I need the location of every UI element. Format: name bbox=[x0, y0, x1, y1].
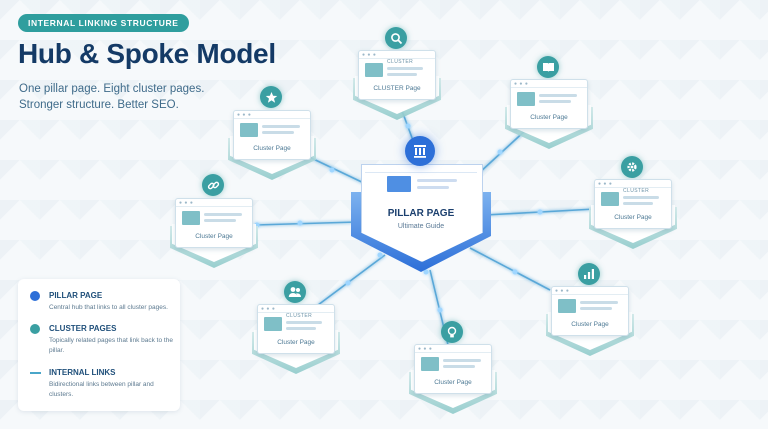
cluster-page-4: ● ● ● Cluster Page bbox=[546, 286, 634, 356]
legend-dot-pillar bbox=[30, 291, 40, 301]
link-node bbox=[297, 220, 303, 226]
star-icon bbox=[260, 86, 282, 108]
legend: PILLAR PAGE Central hub that links to al… bbox=[18, 279, 180, 411]
legend-dash-links bbox=[30, 372, 41, 374]
page-title: Hub & Spoke Model bbox=[18, 38, 276, 69]
legend-desc: Topically related pages that link back t… bbox=[49, 337, 173, 354]
cluster-page-3: ● ● ● CLUSTER Cluster Page bbox=[589, 179, 677, 249]
link-node bbox=[377, 252, 383, 258]
legend-desc: Bidirectional links between pillar and c… bbox=[49, 381, 154, 398]
link-node bbox=[537, 209, 543, 215]
legend-title: INTERNAL LINKS bbox=[49, 368, 116, 377]
book-icon bbox=[537, 56, 559, 78]
subtitle-line-1: One pillar page. Eight cluster pages. bbox=[19, 83, 205, 95]
cluster-label: Cluster Page bbox=[571, 321, 609, 328]
lightbulb-icon bbox=[441, 321, 463, 343]
cluster-label: Cluster Page bbox=[530, 114, 568, 121]
page-subtitle: One pillar page. Eight cluster pages. St… bbox=[19, 81, 204, 113]
link-node bbox=[423, 269, 429, 275]
link-line-6 bbox=[317, 254, 386, 306]
cluster-page-7: ● ● ● Cluster Page bbox=[170, 198, 258, 268]
cluster-page-5: ● ● ● Cluster Page bbox=[409, 344, 497, 414]
link-node bbox=[405, 123, 411, 129]
legend-title: PILLAR PAGE bbox=[49, 291, 103, 300]
cluster-label: CLUSTER Page bbox=[373, 85, 421, 92]
pillar-subtitle: Ultimate Guide bbox=[397, 223, 445, 230]
cluster-page-2: ● ● ● Cluster Page bbox=[505, 79, 593, 149]
pillar-page: PILLAR PAGE Ultimate Guide bbox=[351, 162, 491, 272]
legend-desc: Central hub that links to all cluster pa… bbox=[49, 304, 168, 311]
pillar-icon bbox=[405, 136, 435, 166]
users-icon bbox=[284, 281, 306, 303]
pillar-title: PILLAR PAGE bbox=[387, 208, 455, 219]
subtitle-line-2: Stronger structure. Better SEO. bbox=[19, 99, 179, 111]
cluster-label: Cluster Page bbox=[253, 145, 291, 152]
gear-icon bbox=[621, 156, 643, 178]
cluster-label: Cluster Page bbox=[614, 214, 652, 221]
legend-dot-cluster bbox=[30, 324, 40, 334]
cluster-label: Cluster Page bbox=[195, 233, 233, 240]
link-node bbox=[345, 280, 351, 286]
cluster-page-6: ● ● ● CLUSTER Cluster Page bbox=[252, 304, 340, 374]
link-line-7 bbox=[254, 221, 358, 226]
search-icon bbox=[385, 27, 407, 49]
cluster-caption: CLUSTER bbox=[387, 59, 414, 65]
cluster-caption: CLUSTER bbox=[286, 313, 313, 319]
cluster-caption: CLUSTER bbox=[623, 188, 650, 194]
link-node bbox=[437, 307, 443, 313]
chart-icon bbox=[578, 263, 600, 285]
link-line-4 bbox=[469, 247, 551, 291]
link-node bbox=[512, 269, 518, 275]
cluster-page-8: ● ● ● Cluster Page bbox=[228, 110, 316, 180]
link-node bbox=[329, 167, 335, 173]
cluster-label: Cluster Page bbox=[277, 339, 315, 346]
link-icon bbox=[202, 174, 224, 196]
legend-title: CLUSTER PAGES bbox=[49, 324, 117, 333]
section-badge: INTERNAL LINKING STRUCTURE bbox=[18, 14, 189, 32]
cluster-label: Cluster Page bbox=[434, 379, 472, 386]
cluster-page-1: ● ● ● CLUSTER CLUSTER Page bbox=[353, 50, 441, 120]
link-node bbox=[497, 149, 503, 155]
